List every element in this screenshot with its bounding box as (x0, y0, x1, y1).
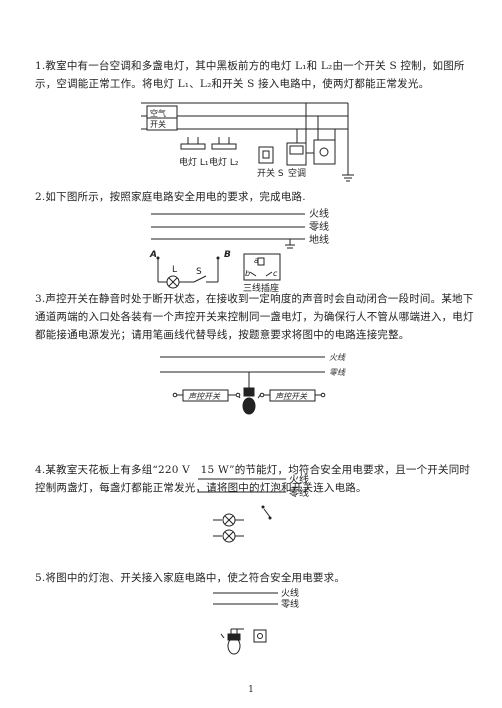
fig3-sound-switch-2 (269, 389, 316, 402)
fig4-switch (263, 508, 271, 518)
fig1-lamp2-fixture (211, 143, 237, 150)
fig2-point-b: B (224, 250, 231, 260)
fig3-switch2-label: 声控开关 (275, 392, 308, 401)
fig5-lamp-bulb (227, 637, 241, 655)
fig5-lamp-holder (227, 633, 241, 641)
fig2-lamp-label: L (172, 265, 177, 275)
fig1-air-switch-box (146, 105, 178, 131)
page-number: 1 (248, 685, 254, 695)
fig2-socket-b: b (245, 269, 250, 278)
fig2-socket (243, 253, 281, 281)
fig3-lamp-bulb (242, 397, 256, 415)
fig2-lamp (166, 275, 180, 289)
fig5-live-label: 火线 (281, 587, 299, 599)
fig2-switch-label: S (196, 267, 202, 277)
question-1-text: 1.教室中有一台空调和多盏电灯，其中黑板前方的电灯 L₁和 L₂由一个开关 S … (35, 60, 465, 90)
fig2-switch (193, 275, 207, 283)
fig4-lamp-2 (222, 529, 236, 543)
fig1-lamp1-fixture (180, 143, 206, 150)
fig4-lamp-1 (222, 513, 236, 527)
fig1-switch-s (258, 146, 274, 164)
fig2-socket-c: c (273, 269, 278, 278)
fig5-neutral-label: 零线 (281, 598, 299, 610)
fig3-live-label: 火线 (329, 353, 346, 362)
question-4-text: 4.某教室天花板上有多组“220 V 15 W”的节能灯，均符合安全用电要求，且… (35, 464, 471, 494)
fig2-neutral-label: 零线 (309, 220, 329, 233)
fig2-socket-a: a (254, 256, 259, 265)
fig1-switch-label: 开关 S (257, 167, 284, 179)
fig3-sound-switch-1 (182, 389, 229, 402)
fig1-ac-unit (286, 142, 307, 166)
question-3-text: 3.声控开关在静音时处于断开状态，在接收到一定响度的声音时会自动闭合一段时间。某… (35, 293, 474, 341)
fig5-switch (253, 629, 267, 643)
fig3-neutral-label: 零线 (329, 368, 346, 377)
fig2-point-a: A (149, 250, 157, 260)
question-2-text: 2.如下图所示，按照家庭电路安全用电的要求，完成电路. (35, 191, 306, 203)
question-5-text: 5.将图中的灯泡、开关接入家庭电路中，使之符合安全用电要求。 (35, 572, 346, 584)
fig1-socket (313, 139, 336, 165)
fig2-live-label: 火线 (309, 207, 329, 220)
fig1-air-switch-label-2: 开关 (150, 119, 166, 129)
fig1-ac-label: 空调 (288, 167, 306, 179)
fig1-lamp1-label: 电灯 L₁ (179, 156, 209, 168)
fig3-lamp-holder (243, 387, 255, 397)
fig3-switch1-label: 声控开关 (188, 392, 221, 401)
fig1-lamp2-label: 电灯 L₂ (209, 156, 239, 168)
fig1-air-switch-label-1: 空气 (150, 108, 166, 118)
fig2-ground-label: 地线 (309, 233, 329, 246)
